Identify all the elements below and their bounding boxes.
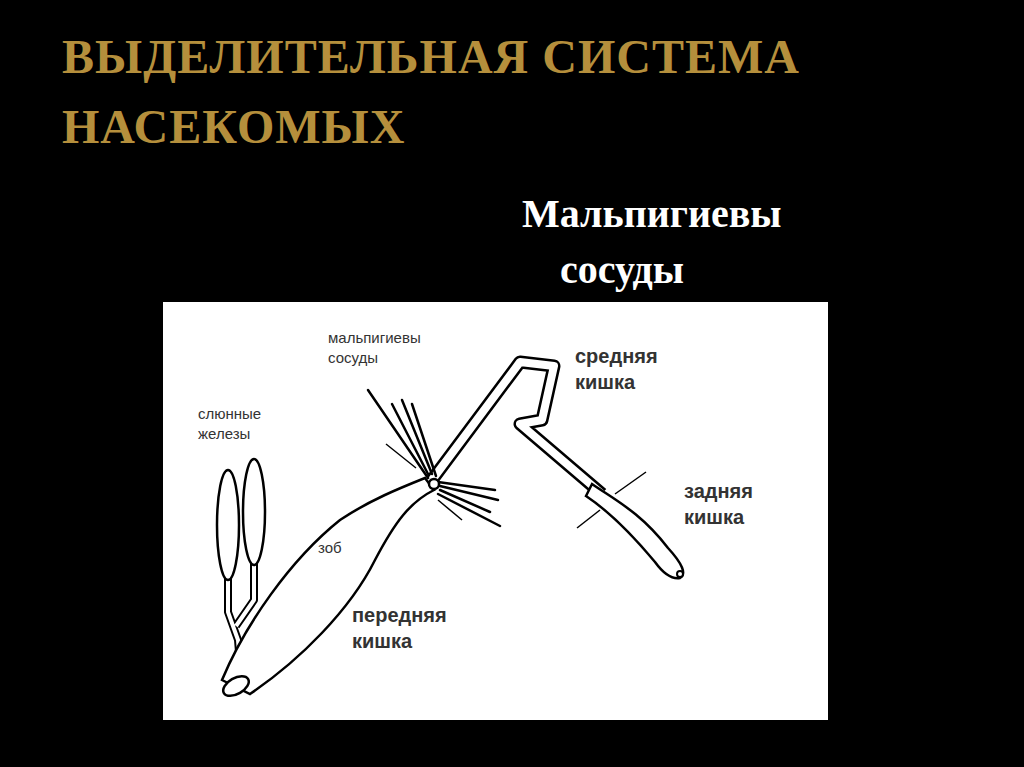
part-label: слюнные железы <box>198 404 298 443</box>
section-label: задняя кишка <box>684 478 804 530</box>
part-label: зоб <box>318 538 368 558</box>
part-label: мальпигиевы сосуды <box>328 328 468 367</box>
hindgut <box>586 484 683 578</box>
foregut <box>220 478 434 700</box>
section-label: передняя кишка <box>352 602 502 654</box>
slide-title: ВЫДЕЛИТЕЛЬНАЯ СИСТЕМА НАСЕКОМЫХ <box>62 22 952 162</box>
malpighian-tubules <box>368 390 500 526</box>
boundary-ticks <box>386 444 646 528</box>
section-label: средняя кишка <box>575 343 705 395</box>
subtitle: Мальпигиевы сосуды <box>522 186 860 298</box>
white-panel <box>163 302 828 720</box>
